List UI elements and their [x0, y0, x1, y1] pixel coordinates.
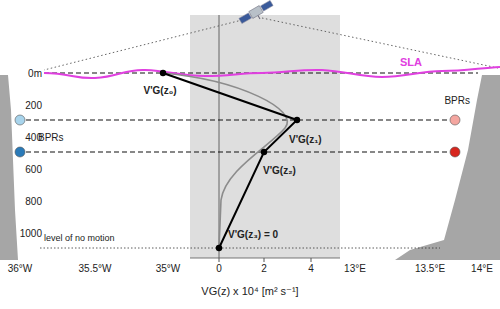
axis-tick-label: 14°E: [471, 263, 493, 274]
axis-tick-label: 2: [261, 263, 267, 274]
no-motion-line: [40, 248, 440, 249]
satellite-body: [249, 6, 263, 19]
view-line: [44, 18, 250, 70]
bpr-marker: [450, 147, 460, 157]
note-label: level of no motion: [44, 234, 115, 244]
profile-point: [261, 149, 267, 155]
velocity-panel: [190, 15, 340, 258]
true-profile: [163, 73, 287, 248]
profile-point-label: V'G(z₂): [263, 165, 296, 176]
axis-tick-label: 13°E: [344, 263, 366, 274]
axis-tick-label: 35.5°W: [79, 263, 112, 274]
depth-tick-label: 600: [25, 164, 42, 175]
satellite-icon: [238, 0, 275, 28]
estimated-profile: [163, 73, 297, 248]
bpr-label: BPRs: [444, 95, 470, 106]
axis-tick-label: 13.5°E: [415, 263, 445, 274]
antenna: [258, 15, 260, 18]
bpr-depth-line: [26, 119, 449, 120]
axis-tick: [311, 258, 312, 262]
bpr-depth-line: [26, 151, 449, 152]
profile-point-label: V'G(z₁): [289, 134, 322, 145]
profile-point: [160, 70, 166, 76]
profile-point-label: V'G(z₃) = 0: [228, 229, 278, 240]
axis-title: VG(z) x 10⁴ [m² s⁻¹]: [201, 285, 298, 297]
right-slope: [395, 75, 500, 260]
profile-point: [216, 245, 222, 251]
depth-tick-label: 0m: [28, 68, 42, 79]
profile-point: [294, 117, 300, 123]
left-slope: [0, 75, 18, 260]
axis-tick: [219, 258, 220, 262]
bpr-marker: [15, 147, 25, 157]
depth-tick-label: 1000: [20, 228, 42, 239]
axis-tick-label: 4: [308, 263, 314, 274]
axis-tick-label: 35°W: [156, 263, 181, 274]
depth-tick-label: 800: [25, 196, 42, 207]
sla-wave: [44, 67, 500, 78]
solar-panel: [261, 0, 274, 11]
profile-point-label: V'G(z₀): [144, 85, 177, 96]
solar-panel: [239, 13, 252, 24]
panel-axis: [190, 258, 340, 259]
axis-tick: [264, 258, 265, 262]
bpr-marker: [450, 115, 460, 125]
axis-tick-label: 0: [216, 263, 222, 274]
depth-tick-label: 200: [25, 100, 42, 111]
sla-label: SLA: [400, 56, 422, 68]
view-line: [262, 18, 498, 68]
bpr-marker: [15, 115, 25, 125]
axis-tick-label: 36°W: [8, 263, 33, 274]
bpr-label: BPRs: [38, 132, 64, 143]
